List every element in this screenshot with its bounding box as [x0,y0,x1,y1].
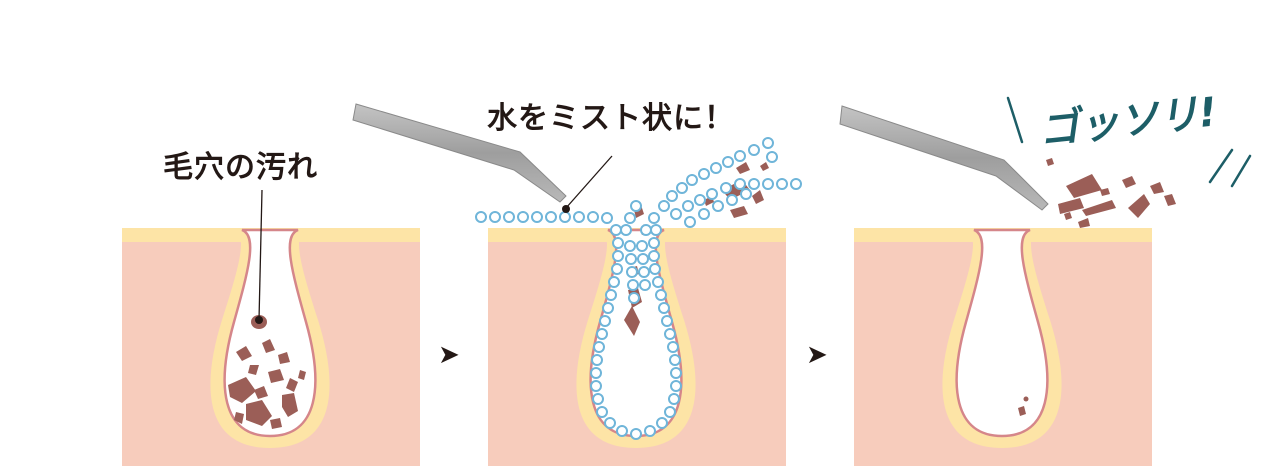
emphasis-slashes [1006,96,1252,188]
expelled-dirt-particles [1046,158,1176,228]
pore-dirt-particles [228,315,306,429]
panel-clean-pore [839,96,1252,466]
arrow-right-1: ➤ [438,340,460,370]
residual-dirt [1018,396,1029,416]
panel-dirty-pore [122,228,420,466]
mist-nozzle-tool [352,103,567,203]
water-mist-label: 水をミスト状に！ [487,101,735,136]
extraction-tool [839,105,1049,211]
panel-water-mist [352,103,802,466]
dirt-leader-dot [255,316,263,324]
dirt-leader-line [258,189,263,321]
pore-dirt-label: 毛穴の汚れ [163,150,318,185]
mist-leader-dot [562,205,570,213]
pore-cavity [955,228,1049,438]
arrow-right-2: ➤ [806,340,828,370]
mist-droplets [475,137,802,440]
mist-leader-line [565,155,613,209]
